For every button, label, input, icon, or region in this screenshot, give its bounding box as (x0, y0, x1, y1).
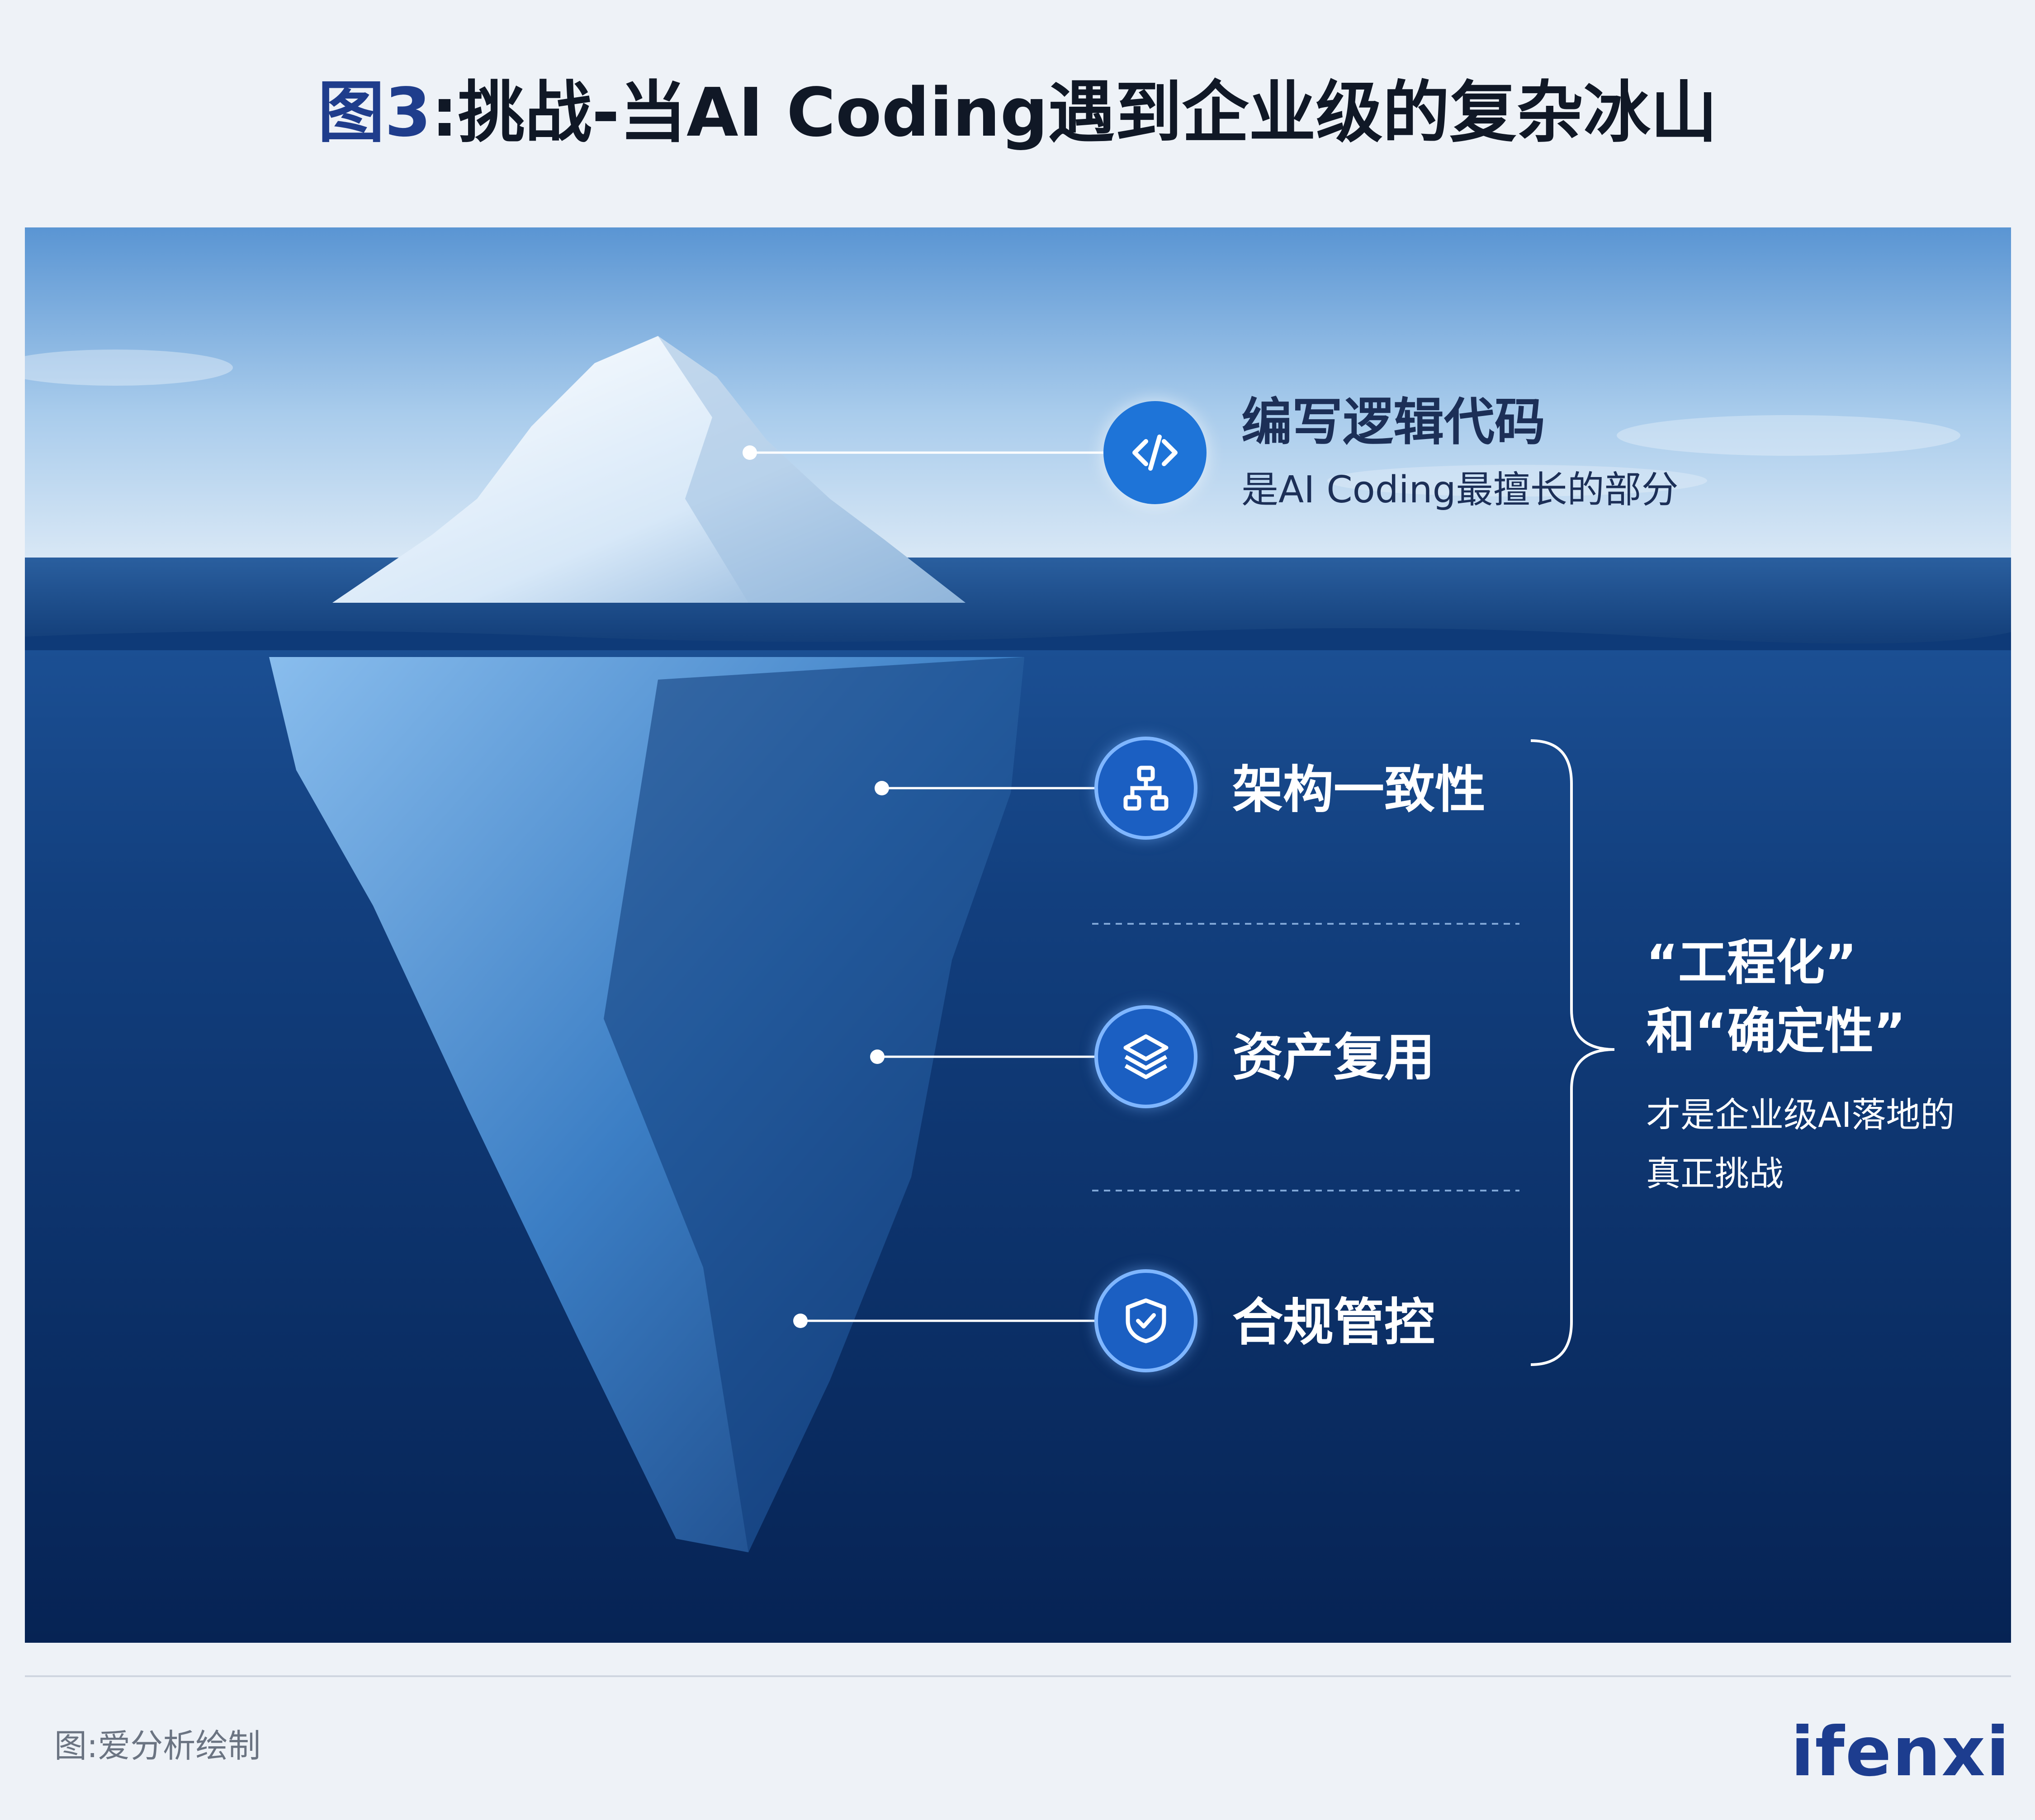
page-title: 图3:挑战-当AI Coding遇到企业级的复杂冰山 (0, 79, 2035, 146)
source-caption: 图:爱分析绘制 (54, 1727, 261, 1765)
iceberg-illustration: 编写逻辑代码 是AI Coding最擅长的部分 架构一致性 资产复用 合规管控 … (25, 227, 2011, 1643)
conclusion-sub1: 才是企业级AI落地的 (1646, 1095, 1955, 1135)
footer-divider (25, 1675, 2011, 1677)
hierarchy-icon (1094, 737, 1197, 840)
iceberg-scene (25, 227, 2011, 1643)
conclusion-line1: “工程化” (1646, 935, 1857, 991)
layers-icon (1094, 1005, 1197, 1108)
shield-check-icon (1094, 1269, 1197, 1372)
above-water-subtext: 是AI Coding最擅长的部分 (1241, 468, 1679, 511)
item-architecture-consistency: 架构一致性 (1232, 761, 1486, 819)
conclusion-sub2: 真正挑战 (1646, 1153, 1784, 1194)
code-brackets-icon (1103, 401, 1207, 504)
title-text: :挑战-当AI Coding遇到企业级的复杂冰山 (431, 74, 1718, 151)
ifenxi-logo: ifenxi (1791, 1713, 2011, 1792)
item-compliance-control: 合规管控 (1232, 1293, 1435, 1352)
conclusion-line2: 和“确定性” (1646, 1003, 1906, 1060)
item-asset-reuse: 资产复用 (1232, 1028, 1435, 1087)
figure-number: 图3 (317, 74, 431, 151)
above-water-heading: 编写逻辑代码 (1241, 393, 1545, 452)
